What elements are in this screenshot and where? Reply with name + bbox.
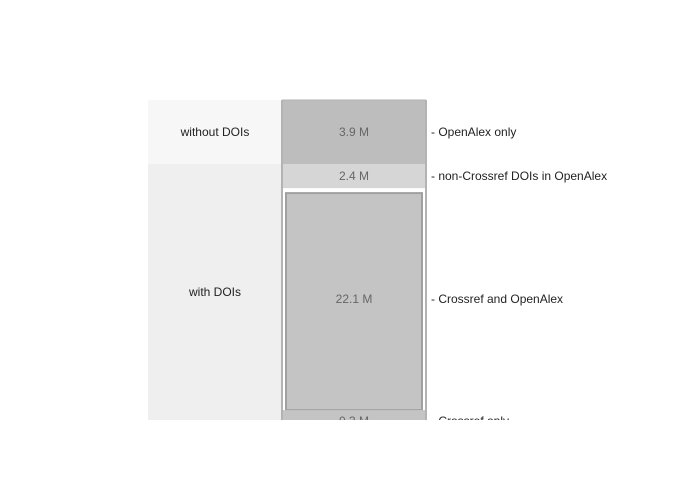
band-with-dois bbox=[148, 164, 282, 420]
series-label-non-crossref-dois-in-openalex: - non-Crossref DOIs in OpenAlex bbox=[431, 169, 607, 183]
value-label-crossref-and-openalex: 22.1 M bbox=[336, 292, 373, 306]
bar-segments bbox=[281, 99, 427, 420]
segment-crossref-only bbox=[282, 410, 426, 420]
value-label-crossref-only: 0.3 M bbox=[339, 414, 369, 428]
segment-crossref-and-openalex bbox=[285, 192, 423, 412]
series-label-openalex-only: - OpenAlex only bbox=[431, 125, 516, 139]
value-label-openalex-only: 3.9 M bbox=[339, 125, 369, 139]
row-label-with-dois: with DOIs bbox=[188, 285, 241, 299]
row-bands bbox=[148, 100, 282, 420]
series-label-crossref-only: - Crossref only bbox=[431, 414, 509, 428]
band-without-dois bbox=[148, 100, 282, 164]
labels: without DOIs with DOIs 3.9 M - OpenAlex onl… bbox=[180, 125, 607, 428]
segment-openalex-only bbox=[282, 100, 426, 164]
value-label-non-crossref-dois-in-openalex: 2.4 M bbox=[339, 169, 369, 183]
row-label-without-dois: without DOIs bbox=[180, 125, 250, 139]
series-label-crossref-and-openalex: - Crossref and OpenAlex bbox=[431, 292, 563, 306]
segment-non-crossref-dois-in-openalex bbox=[282, 164, 426, 189]
